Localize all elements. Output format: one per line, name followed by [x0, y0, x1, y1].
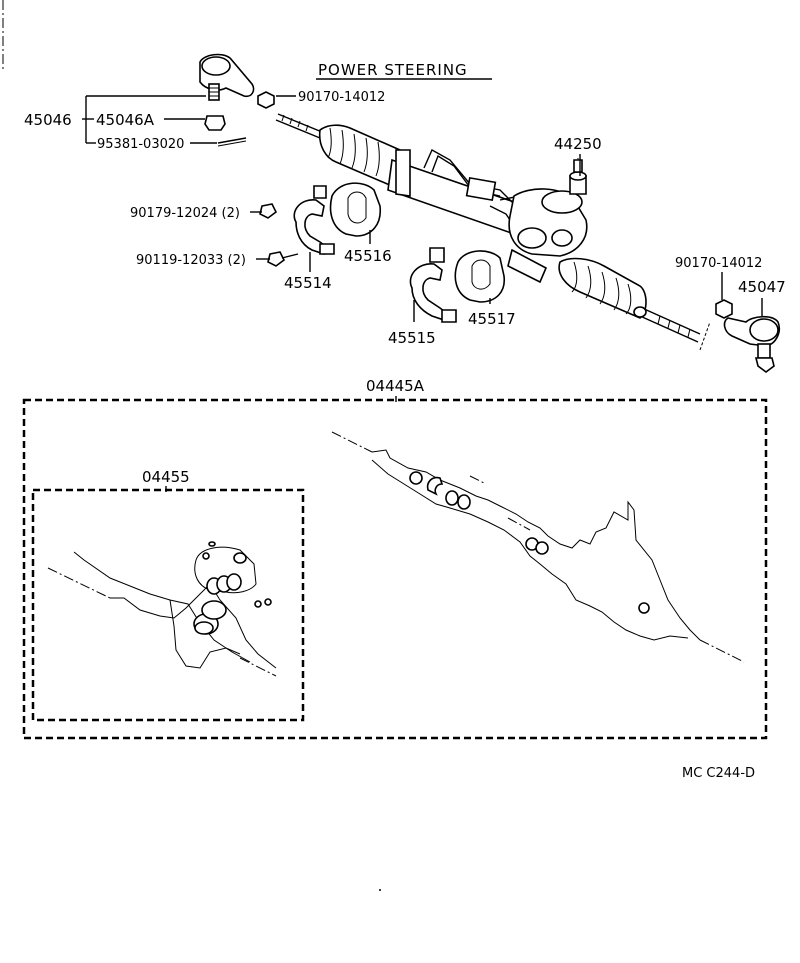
bolt-90179 — [259, 203, 278, 219]
stray-mark — [379, 889, 381, 891]
label-44250: 44250 — [554, 135, 602, 153]
steering-gear-assembly — [275, 113, 701, 343]
label-45046A: 45046A — [96, 111, 155, 129]
label-90179-12024: 90179-12024 (2) — [130, 206, 240, 221]
cotter-pin — [217, 137, 247, 147]
kit-04455-rack-outline — [47, 541, 277, 677]
label-90170-14012-right: 90170-14012 — [675, 256, 762, 271]
label-45046: 45046 — [24, 111, 72, 129]
label-04455: 04455 — [142, 468, 190, 486]
label-95381-03020: 95381-03020 — [97, 137, 184, 152]
label-90119-12033: 90119-12033 (2) — [136, 253, 246, 268]
label-90170-14012-top: 90170-14012 — [298, 90, 385, 105]
bracket-45515 — [409, 247, 457, 323]
bracket-45514 — [293, 185, 335, 255]
label-45514: 45514 — [284, 274, 332, 292]
label-45515: 45515 — [388, 329, 436, 347]
diagram-title: POWER STEERING — [318, 61, 468, 79]
kit-04455-box — [31, 488, 305, 722]
lock-nut-right — [715, 299, 733, 319]
lock-nut-left — [257, 91, 275, 109]
label-45517: 45517 — [468, 310, 516, 328]
label-45516: 45516 — [344, 247, 392, 265]
kit-04445A-rack-outline — [331, 431, 745, 663]
label-04445A: 04445A — [366, 377, 425, 395]
tie-rod-end-right — [723, 315, 781, 373]
label-45047: 45047 — [738, 278, 786, 296]
drawing-code: MC C244-D — [682, 766, 755, 781]
bolt-90119 — [267, 251, 299, 267]
tie-rod-end-left — [199, 53, 255, 101]
kit-04445A-box — [22, 398, 768, 740]
bushing-45516 — [329, 182, 381, 237]
castle-nut — [204, 115, 226, 131]
bushing-45517 — [454, 250, 505, 303]
